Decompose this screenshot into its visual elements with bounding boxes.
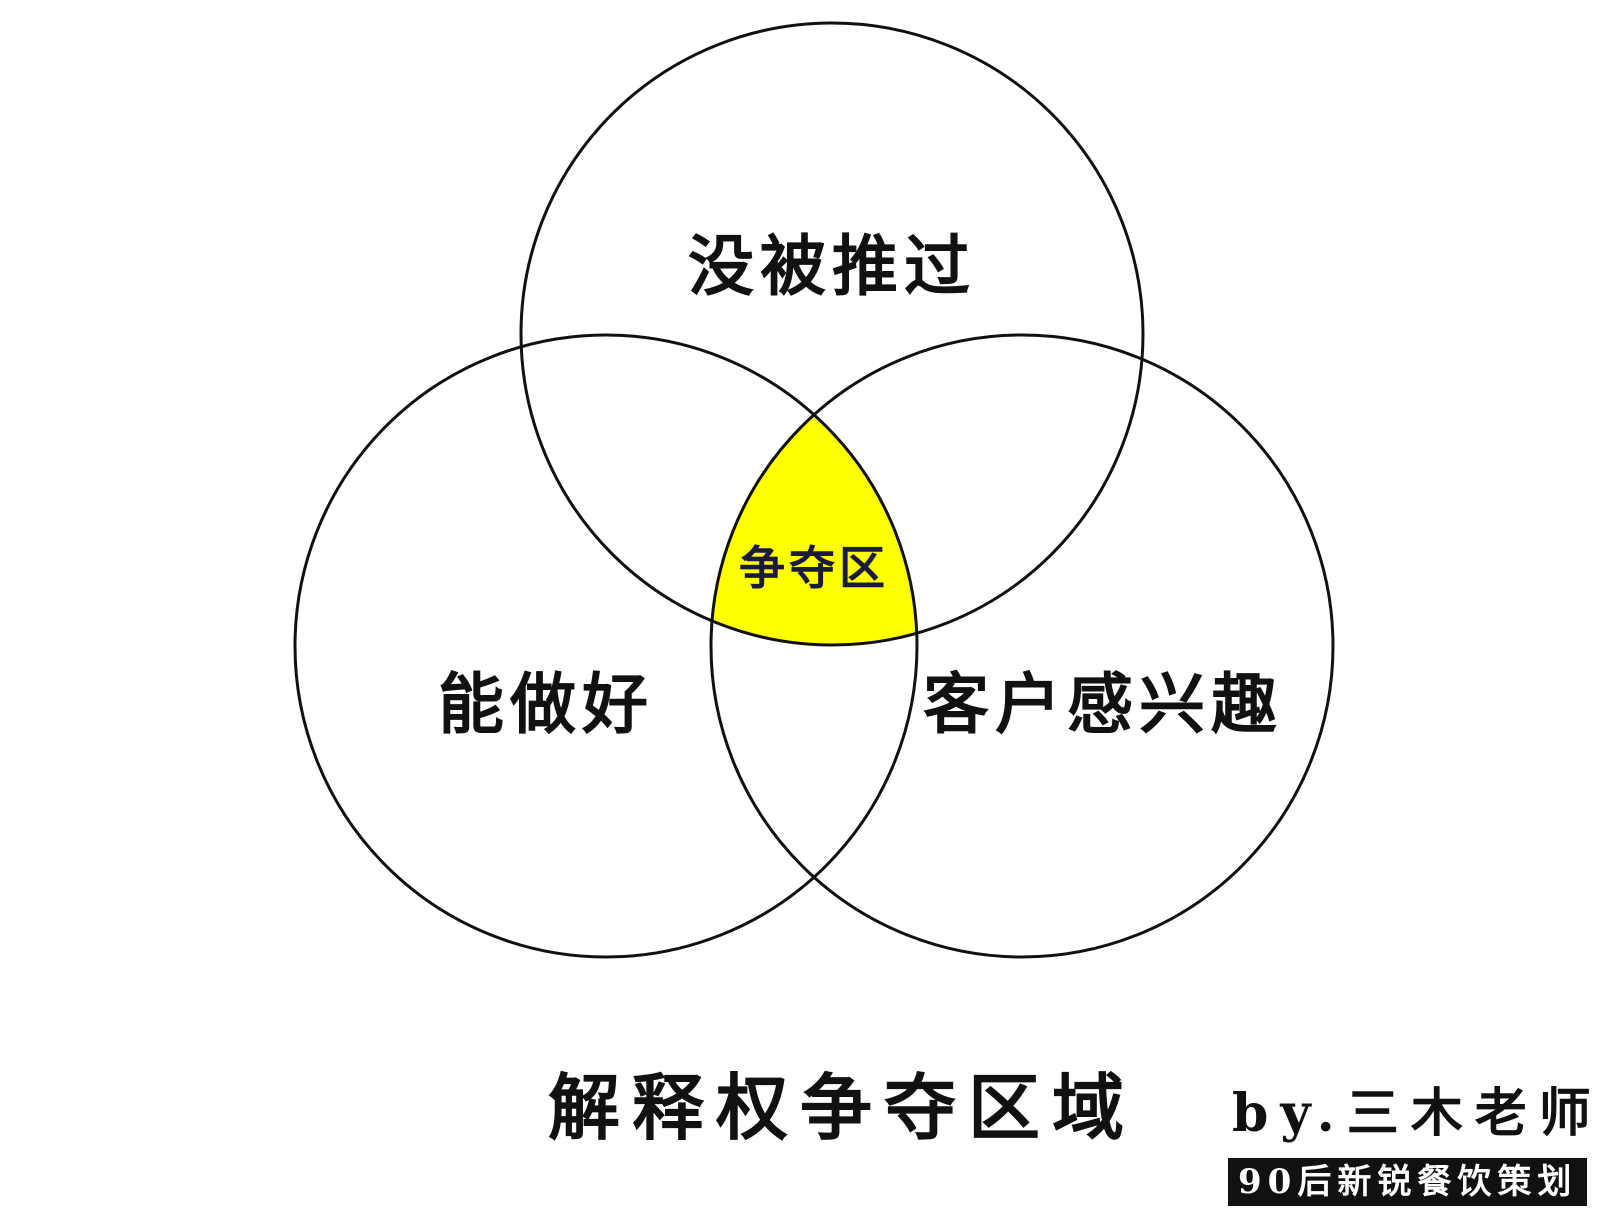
circle-top	[519, 21, 1145, 647]
circle-right	[709, 333, 1335, 959]
set-label-top: 没被推过	[688, 227, 976, 305]
diagram-title: 解释权争夺区域	[548, 1065, 1137, 1150]
organization-badge: 90后新锐餐饮策划	[1228, 1158, 1588, 1206]
author-credit: by.三木老师	[1232, 1083, 1603, 1144]
intersection-label: 争夺区	[739, 541, 889, 595]
intersection-region	[711, 335, 917, 645]
set-label-right: 客户感兴趣	[923, 665, 1283, 743]
set-label-left: 能做好	[438, 665, 654, 743]
circle-left	[293, 333, 919, 959]
